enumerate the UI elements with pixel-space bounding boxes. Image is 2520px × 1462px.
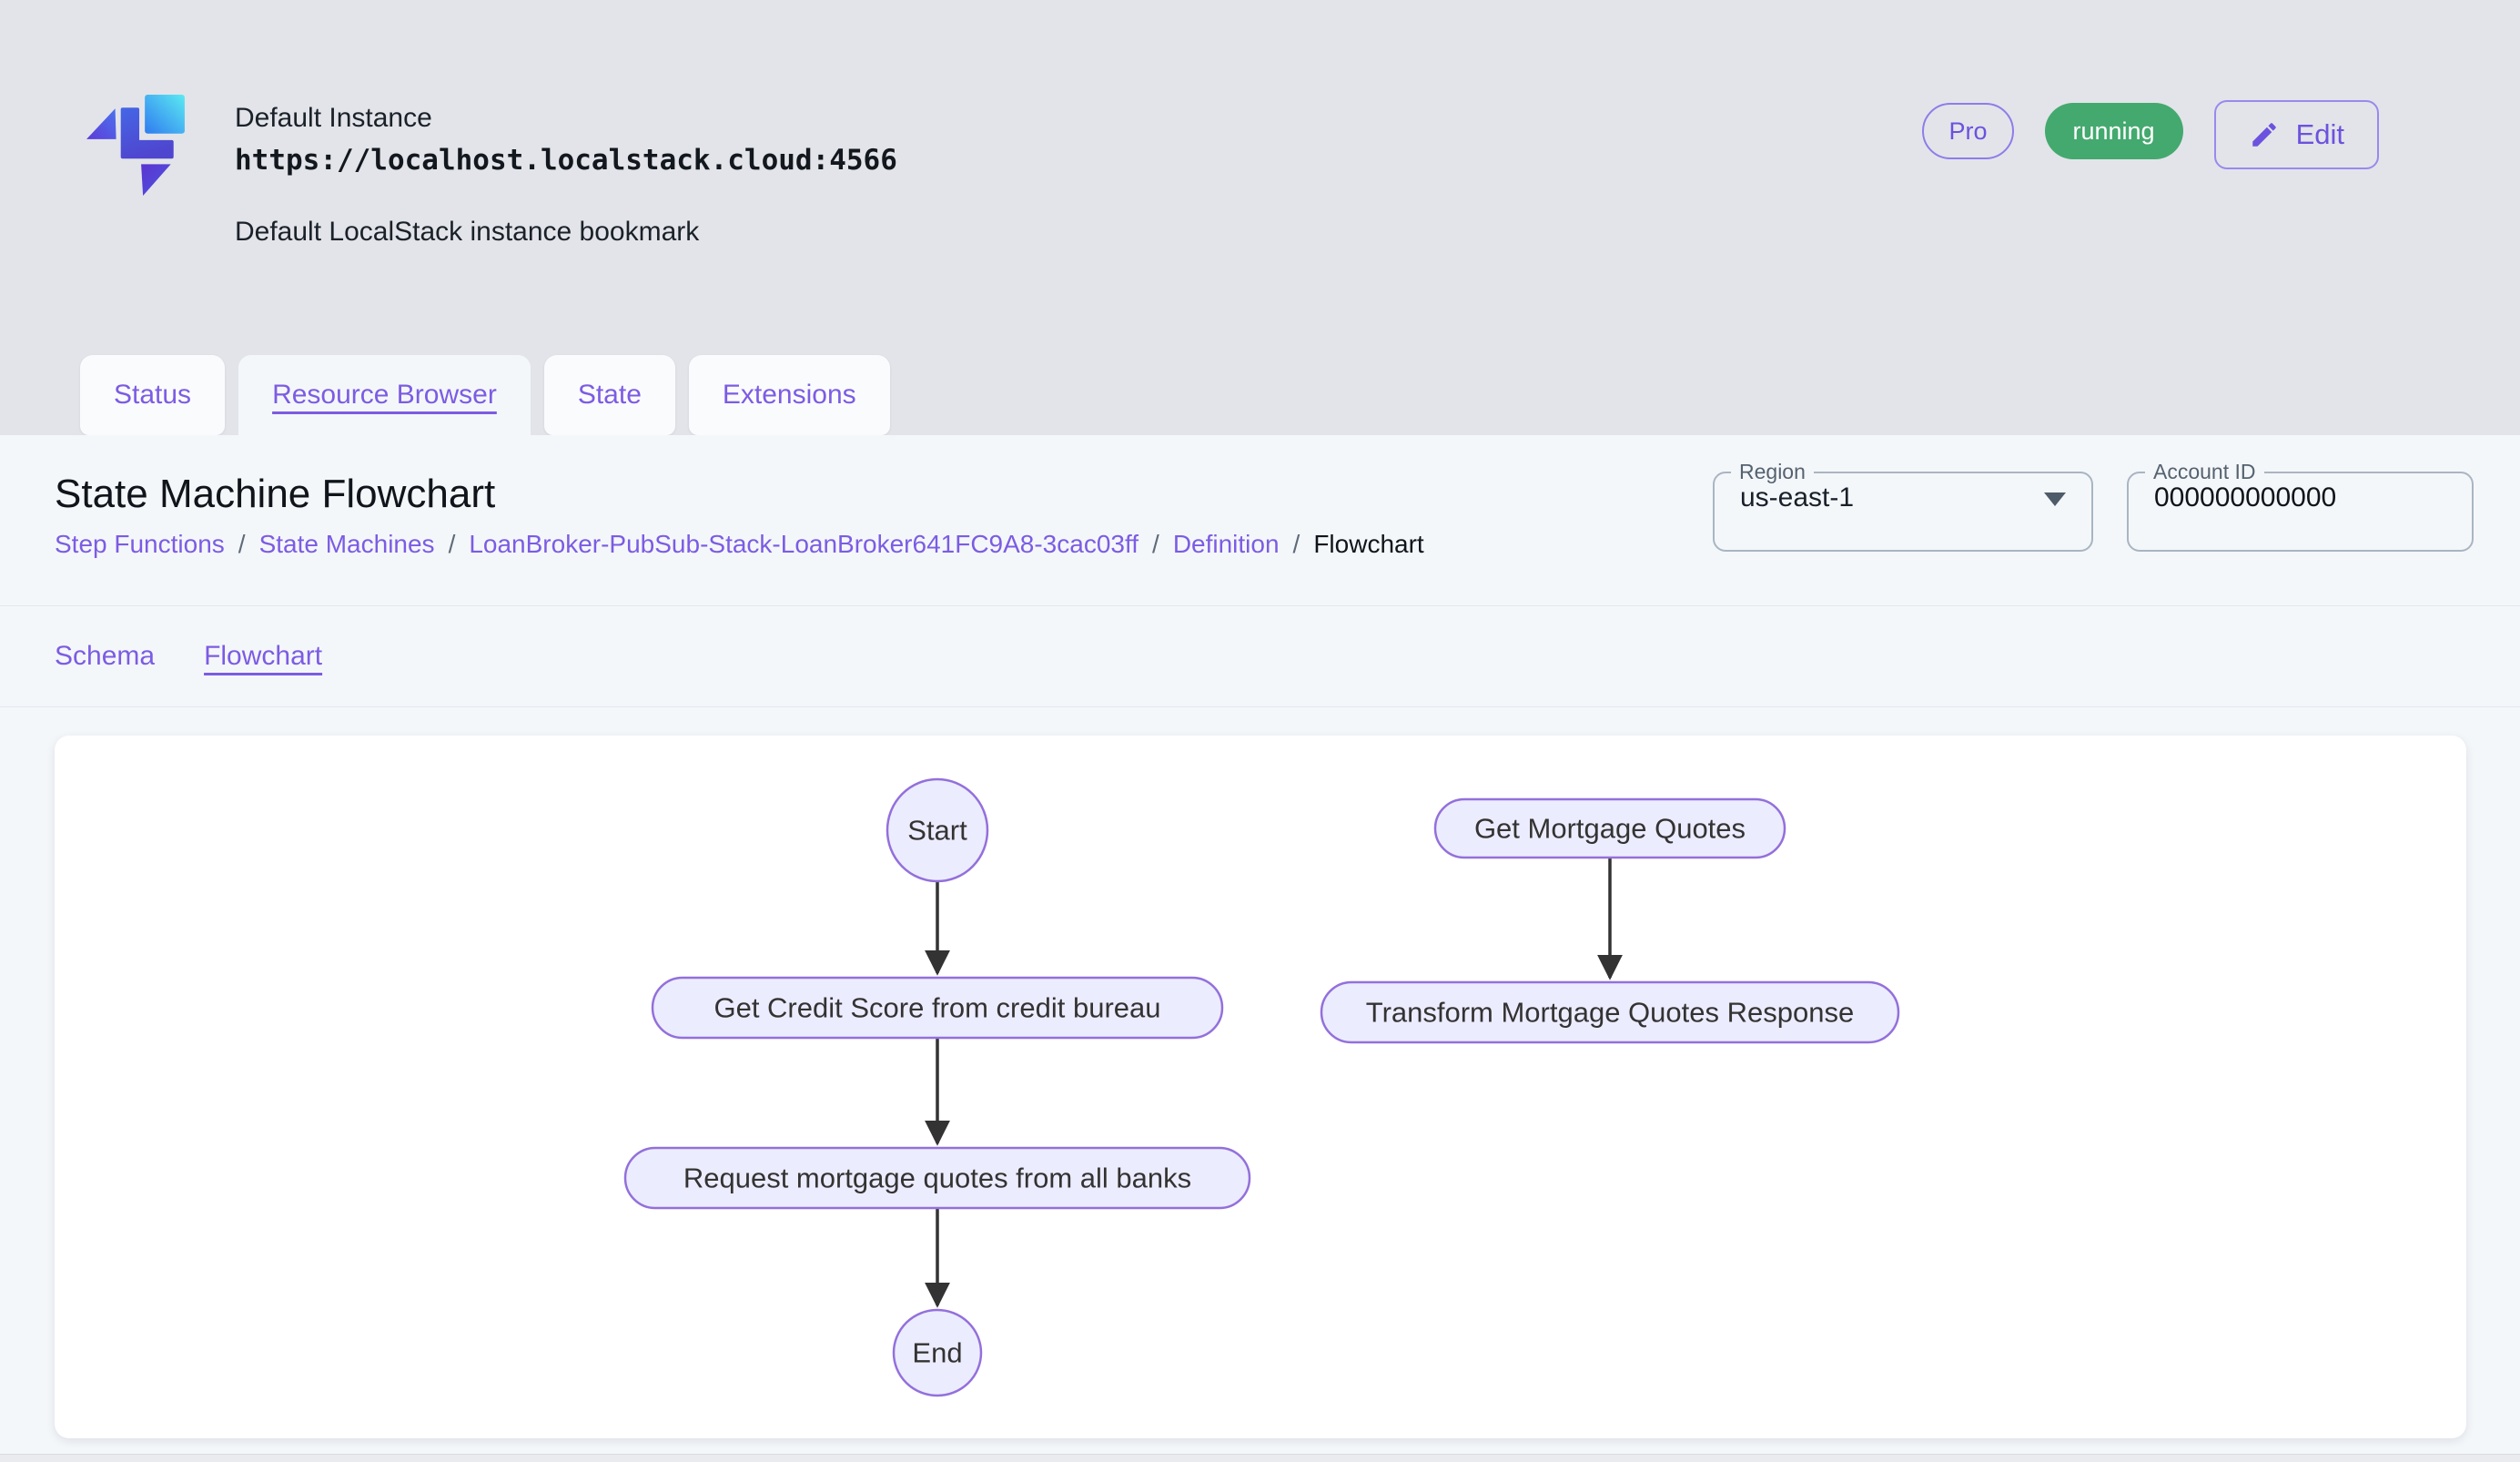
tab-extensions[interactable]: Extensions: [688, 355, 890, 435]
subtab-flowchart[interactable]: Flowchart: [204, 641, 323, 671]
horizontal-scrollbar-track[interactable]: [0, 1454, 2520, 1462]
svg-text:Get Credit Score from credit b: Get Credit Score from credit bureau: [713, 992, 1160, 1024]
tab-resource-browser[interactable]: Resource Browser: [238, 355, 531, 435]
account-id-input[interactable]: [2129, 478, 2472, 513]
instance-name: Default Instance: [235, 103, 432, 133]
definition-subtabs: Schema Flowchart: [0, 605, 2520, 707]
subtab-schema[interactable]: Schema: [55, 641, 156, 671]
breadcrumb: Step Functions / State Machines / LoanBr…: [55, 530, 1424, 559]
status-badge: running: [2044, 103, 2183, 159]
node-end: End: [892, 1308, 983, 1397]
tab-status[interactable]: Status: [80, 355, 226, 435]
region-label: Region: [1739, 460, 1806, 483]
node-transform-response: Transform Mortgage Quotes Response: [1320, 980, 1900, 1044]
breadcrumb-state-machines[interactable]: State Machines: [258, 530, 435, 558]
edit-button-label: Edit: [2295, 118, 2344, 150]
svg-text:Request mortgage quotes from a: Request mortgage quotes from all banks: [683, 1162, 1191, 1194]
svg-text:Start: Start: [907, 815, 967, 847]
node-start: Start: [886, 777, 989, 883]
chevron-down-icon: [2044, 492, 2066, 507]
flowchart-card: Start Get Credit Score from credit burea…: [55, 736, 2466, 1438]
breadcrumb-separator: /: [1152, 530, 1159, 558]
region-select[interactable]: Region us-east-1: [1713, 460, 2093, 552]
tab-status-label: Status: [114, 380, 192, 410]
pro-badge: Pro: [1922, 103, 2014, 159]
breadcrumb-separator: /: [238, 530, 246, 558]
tab-extensions-label: Extensions: [722, 380, 856, 410]
tab-state[interactable]: State: [543, 355, 675, 435]
page-title: State Machine Flowchart: [55, 472, 496, 516]
breadcrumb-step-functions[interactable]: Step Functions: [55, 530, 225, 558]
account-id-label: Account ID: [2153, 460, 2256, 483]
node-request-quotes: Request mortgage quotes from all banks: [623, 1146, 1251, 1210]
tab-state-label: State: [577, 380, 642, 410]
svg-text:Get Mortgage Quotes: Get Mortgage Quotes: [1474, 813, 1746, 845]
breadcrumb-separator: /: [448, 530, 456, 558]
node-get-credit-score: Get Credit Score from credit bureau: [651, 976, 1224, 1040]
main-tabs: Status Resource Browser State Extensions: [80, 355, 890, 435]
tab-resource-browser-label: Resource Browser: [272, 380, 497, 410]
svg-text:End: End: [912, 1337, 962, 1369]
region-value: us-east-1: [1740, 482, 1855, 513]
instance-url: https://localhost.localstack.cloud:4566: [235, 144, 897, 177]
breadcrumb-definition[interactable]: Definition: [1172, 530, 1280, 558]
svg-text:Transform Mortgage Quotes Resp: Transform Mortgage Quotes Response: [1366, 997, 1854, 1029]
header-actions: Pro running Edit: [1922, 100, 2379, 169]
node-get-mortgage-quotes: Get Mortgage Quotes: [1433, 797, 1786, 859]
pencil-icon: [2249, 119, 2280, 150]
localstack-logo: [86, 94, 187, 202]
breadcrumb-separator: /: [1292, 530, 1300, 558]
resource-browser-panel: State Machine Flowchart Step Functions /…: [0, 435, 2520, 1454]
state-machine-flowchart: Start Get Credit Score from credit burea…: [623, 777, 1900, 1397]
breadcrumb-flowchart: Flowchart: [1313, 530, 1424, 558]
edit-button[interactable]: Edit: [2213, 100, 2379, 169]
instance-description: Default LocalStack instance bookmark: [235, 217, 700, 247]
breadcrumb-state-machine-name[interactable]: LoanBroker-PubSub-Stack-LoanBroker641FC9…: [469, 530, 1139, 558]
account-id-field: Account ID: [2127, 460, 2474, 552]
